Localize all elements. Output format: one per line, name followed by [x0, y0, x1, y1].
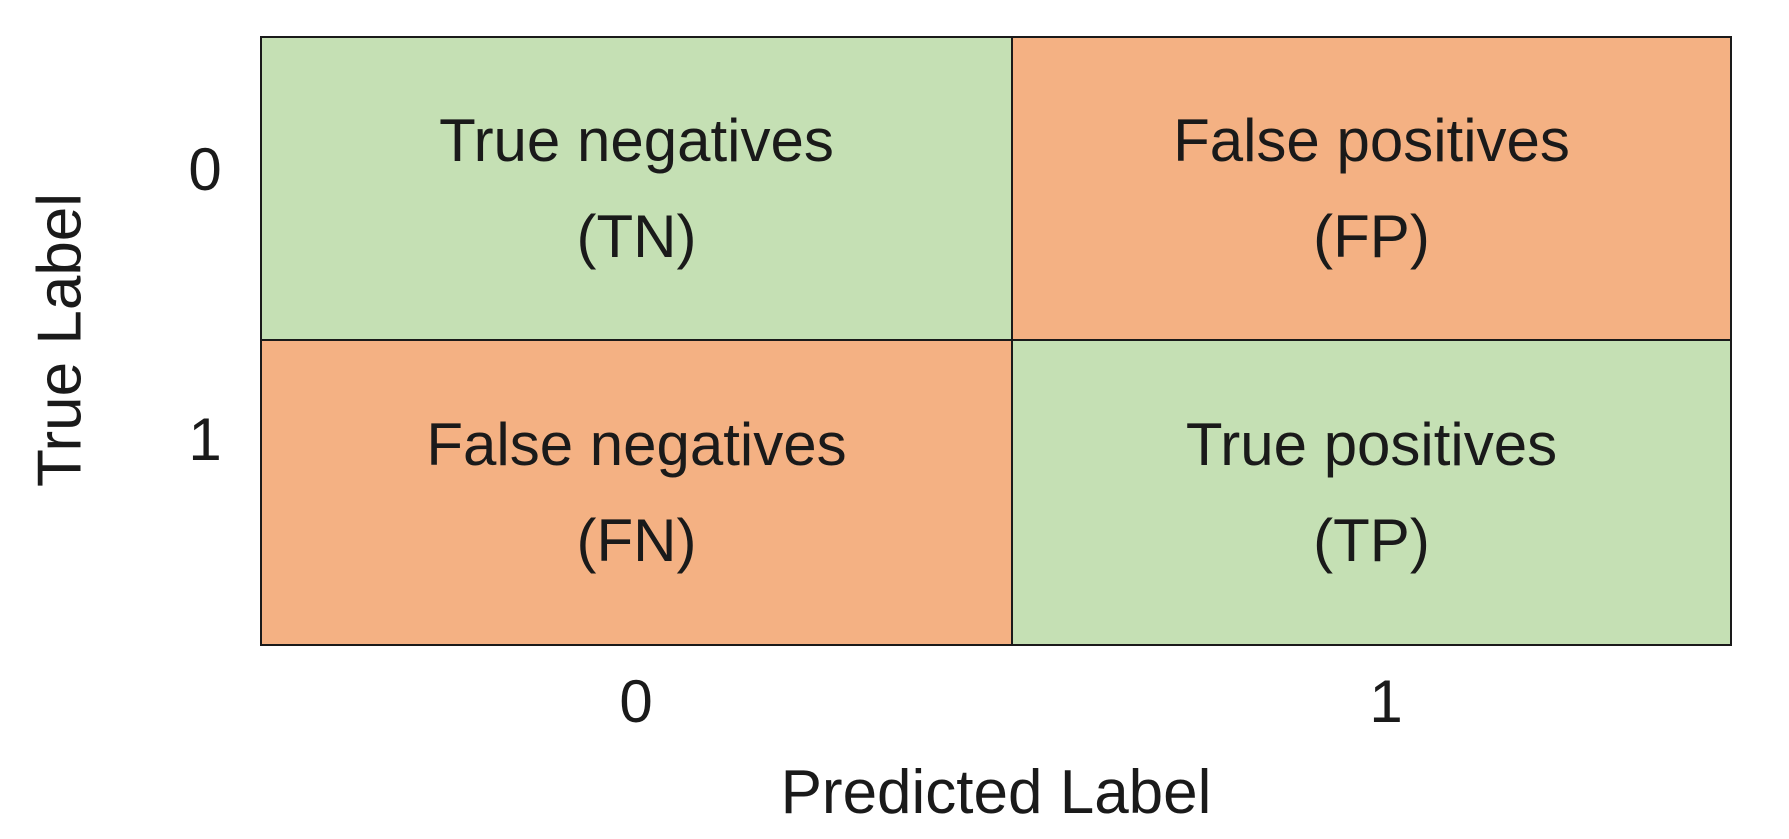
- cell-tn-name: True negatives: [439, 106, 834, 174]
- row-tick-1: 1: [188, 406, 222, 473]
- cell-tn-abbr: (TN): [576, 202, 697, 270]
- cell-fp-name: False positives: [1173, 106, 1570, 174]
- y-axis-label-text: True Label: [25, 192, 95, 488]
- confusion-matrix: True negatives (TN) False positives (FP)…: [260, 36, 1732, 646]
- col-tick-1: 1: [1369, 668, 1403, 735]
- cell-false-positives: False positives (FP): [1013, 38, 1730, 341]
- cell-true-positives: True positives (TP): [1013, 341, 1730, 644]
- cell-fn-name: False negatives: [426, 410, 847, 478]
- x-axis-label: Predicted Label: [780, 758, 1212, 827]
- cell-fp-abbr: (FP): [1313, 202, 1430, 270]
- cell-tp-name: True positives: [1185, 410, 1558, 478]
- cell-false-negatives: False negatives (FN): [262, 341, 1013, 644]
- cell-tp-abbr: (TP): [1313, 506, 1430, 574]
- row-tick-0: 0: [188, 136, 222, 203]
- cell-true-negatives: True negatives (TN): [262, 38, 1013, 341]
- col-tick-0: 0: [619, 668, 653, 735]
- cell-fn-abbr: (FN): [576, 506, 697, 574]
